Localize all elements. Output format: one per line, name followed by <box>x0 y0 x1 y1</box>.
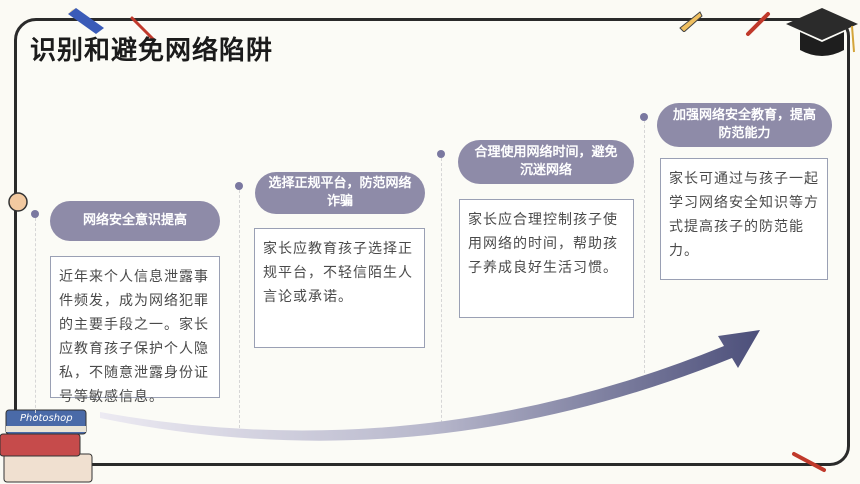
step-2-card: 家长应教育孩子选择正规平台，不轻信陌生人言论或承诺。 <box>254 228 425 348</box>
step-3-heading: 合理使用网络时间，避免沉迷网络 <box>458 140 634 184</box>
step-4-heading: 加强网络安全教育，提高防范能力 <box>657 103 832 147</box>
books-illustration <box>0 409 93 483</box>
step-3-card: 家长应合理控制孩子使用网络的时间，帮助孩子养成良好生活习惯。 <box>459 199 634 318</box>
step-1-heading: 网络安全意识提高 <box>50 201 220 241</box>
step-4-card: 家长可通过与孩子一起学习网络安全知识等方式提高孩子的防范能力。 <box>660 158 828 280</box>
step-2-heading: 选择正规平台，防范网络诈骗 <box>255 172 425 214</box>
clip-icon <box>679 11 703 32</box>
pencil-bottom-icon <box>792 452 826 472</box>
timeline-dot-2 <box>235 182 243 190</box>
timeline-line-2 <box>239 190 240 428</box>
pen-icon <box>130 16 156 42</box>
timeline-dot-4 <box>640 113 648 121</box>
side-tab-decoration <box>8 192 28 212</box>
graduation-cap-icon <box>786 8 858 56</box>
pin-icon <box>746 12 770 36</box>
timeline-line-3 <box>441 158 442 428</box>
timeline-dot-1 <box>31 210 39 218</box>
timeline-dot-3 <box>437 150 445 158</box>
page-title: 识别和避免网络陷阱 <box>30 36 274 66</box>
timeline-line-4 <box>644 120 645 378</box>
timeline-line-1 <box>35 218 36 418</box>
step-1-card: 近年来个人信息泄露事件频发，成为网络犯罪的主要手段之一。家长应教育孩子保护个人隐… <box>50 256 220 405</box>
book-label: Photoshop <box>20 413 73 424</box>
pencil-icon <box>68 8 104 34</box>
